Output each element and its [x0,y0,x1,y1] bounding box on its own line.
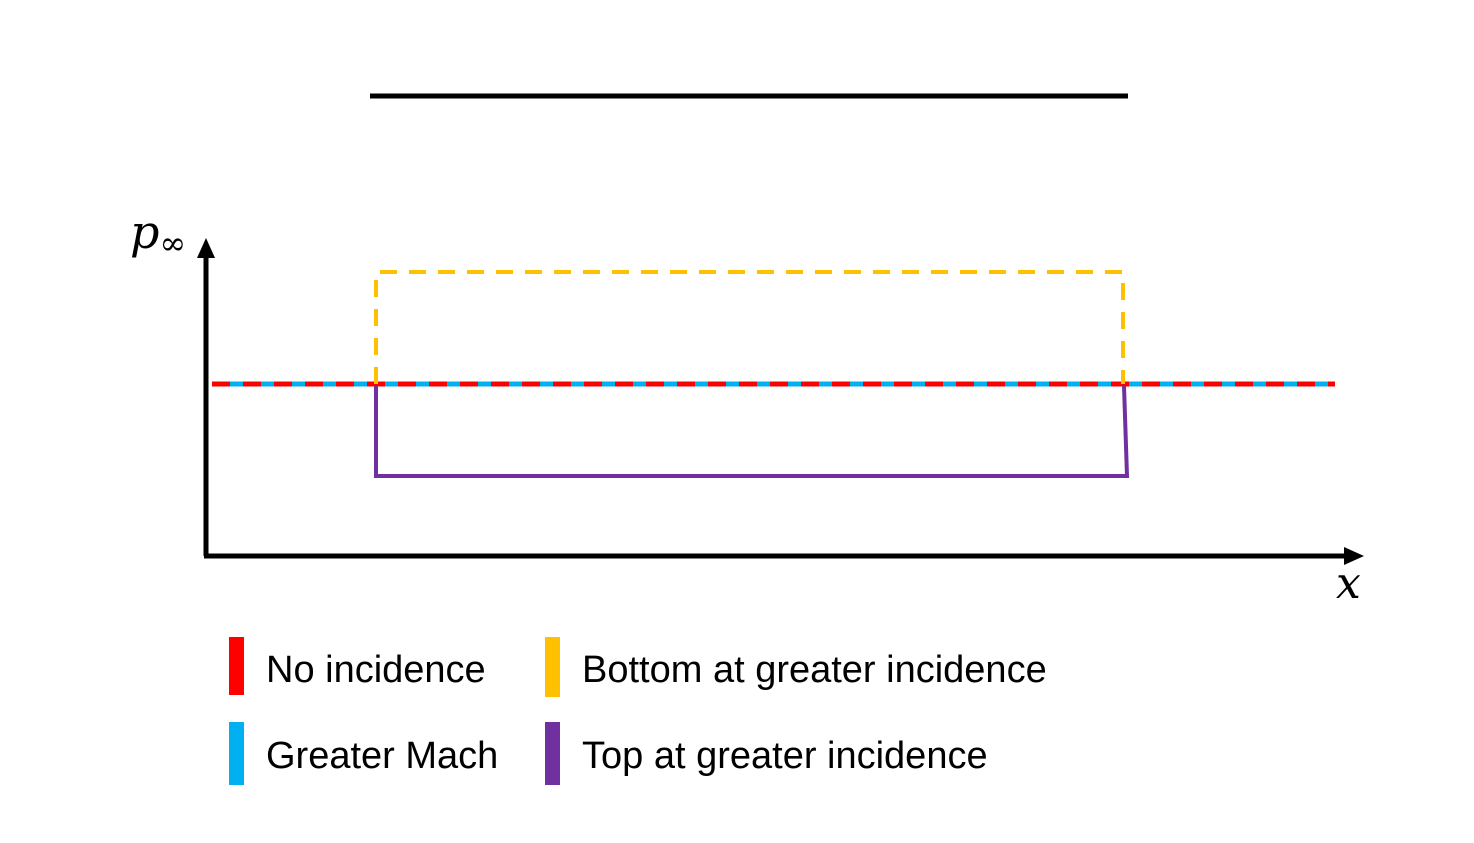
legend-swatch-bottom-greater-incidence [545,637,560,697]
legend: No incidence Greater Mach Bottom at grea… [229,637,1047,785]
top-greater-incidence-line [374,385,1130,478]
x-axis-arrowhead [1344,547,1364,565]
legend-label-bottom-greater-incidence: Bottom at greater incidence [582,649,1047,691]
x-axis-label: x [1336,558,1361,609]
legend-label-greater-mach: Greater Mach [266,735,498,777]
legend-label-no-incidence: No incidence [266,649,486,691]
bottom-greater-incidence-line [374,270,1125,384]
y-axis-arrowhead [197,238,215,258]
legend-swatch-top-greater-incidence [545,722,560,785]
legend-label-top-greater-incidence: Top at greater incidence [582,735,988,777]
y-axis-label-subscript: ∞ [159,224,186,262]
legend-swatch-greater-mach [229,722,244,785]
y-axis-label: p∞ [130,205,186,262]
legend-swatch-no-incidence [229,637,244,695]
